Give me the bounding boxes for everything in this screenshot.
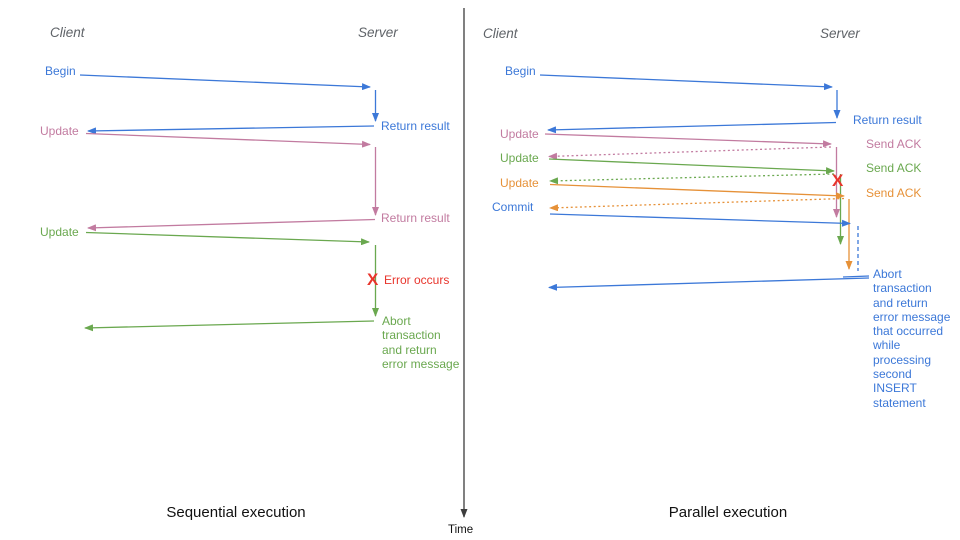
par-error-x-mark: X [832, 171, 844, 190]
text-line: statement [873, 395, 926, 410]
par-send-ack-1-label: Send ACK [866, 137, 922, 151]
par-update1-request [544, 133, 832, 148]
par-title: Parallel execution [668, 504, 788, 521]
text-line: that occurred [873, 324, 944, 339]
text-line: transaction [873, 281, 932, 296]
seq-update1-request [85, 132, 371, 148]
seq-begin-label: Begin [45, 64, 76, 78]
text-line: processing [873, 352, 932, 367]
par-abort-message: Abort transaction and return error messa… [873, 267, 950, 410]
par-send-ack-2-label: Send ACK [866, 161, 922, 175]
seq-error-x-mark: X [367, 270, 379, 289]
seq-return-result-2 [87, 218, 376, 232]
seq-update-1-label: Update [40, 124, 79, 138]
par-commit-label: Commit [492, 200, 534, 214]
text-line: while [873, 338, 901, 353]
seq-return-result-2-label: Return result [381, 211, 450, 225]
par-update3-request [549, 183, 845, 200]
seq-title: Sequential execution [166, 504, 306, 521]
par-server-header: Server [820, 26, 860, 41]
seq-client-header: Client [50, 25, 85, 40]
text-line: and return [382, 342, 437, 357]
par-update2-ack [549, 173, 835, 185]
par-return-result [547, 121, 837, 134]
text-line: Abort [873, 267, 902, 281]
seq-error-label: Error occurs [384, 273, 450, 287]
text-line: INSERT [873, 381, 917, 396]
text-line: and return [873, 295, 928, 310]
par-return-result-label: Return result [853, 113, 922, 127]
seq-update2-request [85, 231, 370, 246]
seq-server-header: Server [358, 25, 398, 40]
text-line: Abort [382, 314, 411, 328]
time-axis-label: Time [448, 524, 474, 536]
text-line: transaction [382, 328, 441, 343]
seq-begin-request [79, 74, 371, 91]
par-send-ack-3-label: Send ACK [866, 186, 922, 200]
seq-return-result-1-label: Return result [381, 119, 450, 133]
par-update1-ack [548, 146, 832, 160]
seq-update-2-label: Update [40, 225, 79, 239]
par-update2-request [548, 158, 835, 175]
par-update-2-label: Update [500, 151, 539, 165]
text-line: second [873, 367, 912, 382]
par-begin-request [539, 74, 833, 91]
par-abort-response [548, 277, 870, 291]
text-line: error message [382, 356, 460, 371]
par-client-header: Client [483, 26, 518, 41]
seq-return-result-1 [87, 125, 375, 135]
par-update3-ack [549, 197, 845, 212]
par-update-3-label: Update [500, 176, 539, 190]
par-commit-request [549, 213, 851, 227]
text-line: error message [873, 309, 951, 324]
seq-abort-message: Abort transaction and return error messa… [382, 314, 459, 371]
seq-abort-response [84, 320, 375, 332]
par-begin-label: Begin [505, 64, 536, 78]
par-abort-tick [842, 275, 870, 278]
par-update-1-label: Update [500, 127, 539, 141]
